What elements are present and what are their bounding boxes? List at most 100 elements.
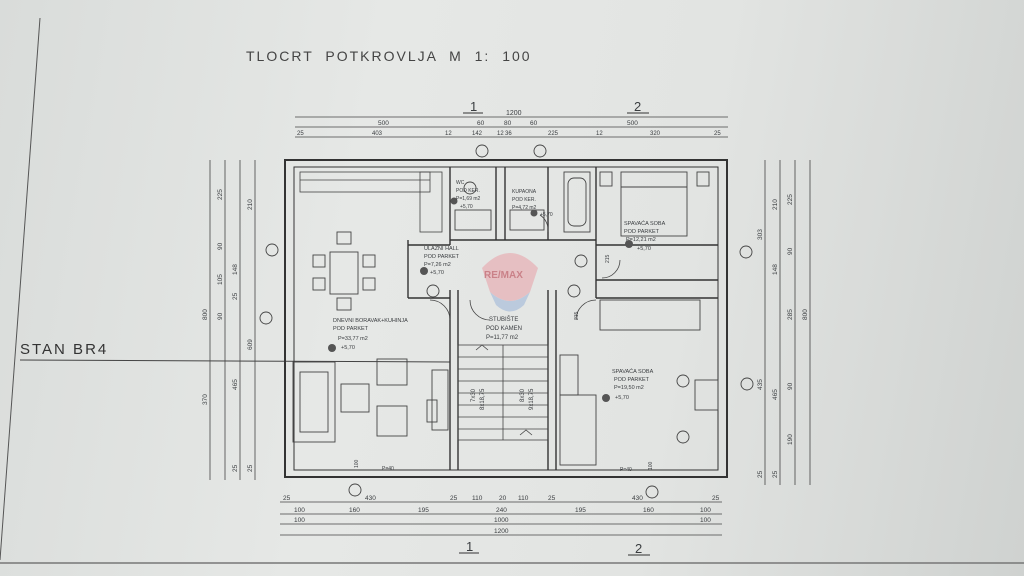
dim-label: 160 [349,507,360,514]
dim-label: 800 [202,309,209,320]
dim-label: 100 [700,507,711,514]
room-level: +5,70 [615,395,629,401]
stair-label: 8x18,75 [480,388,486,410]
room-area: P=19,50 m2 [614,385,644,391]
left-dimension-lines [209,160,256,480]
stair-label: 9x18,75 [529,388,535,410]
dim-label: 210 [772,199,779,210]
stair-labels: 7x30 8x18,75 8x30 9x18,75 [471,388,535,410]
stair-label: 7x30 [471,388,477,402]
room-name: ULAZNI HALL [424,246,459,252]
stair-label: 8x30 [520,388,526,402]
dim-label: 25 [714,131,721,137]
window-marker [475,144,489,158]
window-marker [567,284,581,298]
window-marker [574,254,588,268]
dim-label: 225 [787,194,794,205]
dim-label: 148 [772,264,779,275]
dim-label: 403 [372,131,383,137]
dim-label: 285 [787,309,794,320]
window-label: 100 [354,459,360,468]
interior-walls [407,167,718,470]
dim-label: 25 [232,292,239,300]
window-label: 215 [605,254,611,263]
dim-top-row2: 500 60 80 60 500 [378,120,638,127]
room-area: P=11,77 m2 [486,335,519,341]
axis-marker-1-bottom: 1 [459,539,479,554]
room-label-bedroom-2: SPAVAĆA SOBA POD PARKET P=19,50 m2 +5,70 [612,368,654,401]
room-area: P=12,21 m2 [626,237,656,243]
dim-label: 90 [217,242,224,250]
svg-text:1: 1 [470,99,477,114]
room-area: P=33,77 m2 [338,336,368,342]
room-floor: POD KAMEN [486,326,522,332]
room-level: +5,70 [637,246,651,252]
window-marker [740,377,754,391]
dim-label: 90 [217,312,224,320]
window-marker [259,311,273,325]
svg-text:RE/MAX: RE/MAX [484,270,523,281]
dim-label: 320 [650,131,661,137]
room-name: KUPAONA [512,189,537,195]
room-floor: POD KER. [456,188,480,194]
dim-label: 210 [247,199,254,210]
room-label-bath: KUPAONA POD KER. P=4,72 m2 +5,70 [512,189,553,218]
room-floor: POD KER. [512,197,536,203]
svg-text:1: 1 [466,539,473,554]
room-floor: POD PARKET [624,229,660,235]
dim-bottom-row1: 25 430 25 110 20 110 25 430 25 [283,495,720,502]
dim-label: 160 [643,507,654,514]
room-floor: POD PARKET [614,377,650,383]
bed-bedroom-1 [599,171,710,237]
window-labels: P=40 P=40 100 215 100 215 [354,254,654,473]
dim-label: 195 [418,507,429,514]
kitchen-counter [299,171,443,233]
outer-walls [284,159,728,478]
dim-label: 25 [232,464,239,472]
room-level: +5,70 [430,270,444,276]
dim-label: 100 [700,517,711,524]
dim-label: 435 [757,379,764,390]
window-markers [259,144,754,499]
window-marker [739,245,753,259]
dim-bottom-overall: 1200 [494,528,509,535]
dim-label: 25 [548,495,556,502]
room-name: SPAVAĆA SOBA [624,220,666,227]
right-dimension-lines [764,160,811,485]
window-marker [426,284,440,298]
dim-label: 25 [247,464,254,472]
axis-marker-1-top: 1 [463,99,483,114]
window-marker [533,144,547,158]
dim-label: 25 [757,470,764,478]
remax-watermark: RE/MAX [482,253,538,312]
dim-label: 25 [297,131,304,137]
dim-top-overall: 1200 [506,110,522,117]
door-swings [429,214,621,321]
staircase [457,344,549,441]
room-label-living: DNEVNI BORAVAK+KUHINJA POD PARKET P=33,7… [333,318,408,351]
dim-label: 500 [378,120,389,127]
dim-label: 110 [472,495,483,502]
dim-label: 465 [232,379,239,390]
dim-right-labels: 303 210 225 148 90 285 800 435 465 90 19… [757,194,809,478]
dim-label: 12 [497,131,504,137]
dim-label: 240 [496,507,507,514]
window-label: P=40 [382,466,394,472]
level-markers [328,197,633,402]
dim-label: 25 [772,470,779,478]
dim-label: 36 [505,131,512,137]
dim-label: 110 [518,495,529,502]
dim-label: 370 [202,394,209,405]
dim-label: 80 [504,120,512,127]
dim-label: 12 [445,131,452,137]
axis-marker-2-top: 2 [627,99,649,114]
room-level: +5,70 [540,212,553,218]
room-name: DNEVNI BORAVAK+KUHINJA [333,318,408,324]
dim-label: 25 [283,495,291,502]
room-level: +5,70 [341,345,355,351]
window-marker [348,483,362,497]
bottom-dimension-lines [280,501,722,536]
dim-label: 430 [632,495,643,502]
